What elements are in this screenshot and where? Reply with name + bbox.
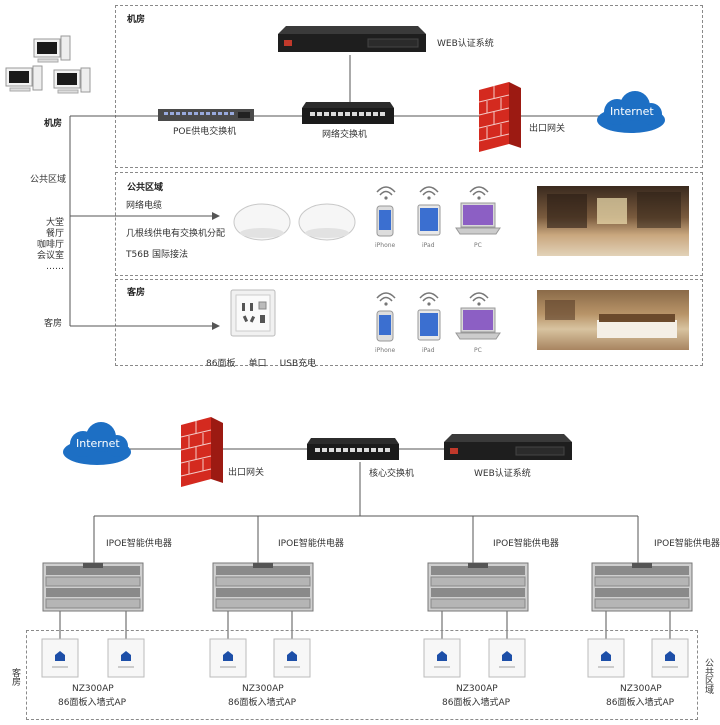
ap-desc-label: 86面板入墙式AP xyxy=(228,698,297,708)
core-switch-icon xyxy=(307,438,399,460)
left-machine-room-label: 机房 xyxy=(44,119,63,129)
ap-desc-label: 86面板入墙式AP xyxy=(58,698,127,708)
public-area-vertical-label: 公共区域 xyxy=(703,658,713,694)
wall-ap-icon xyxy=(273,638,311,678)
device-label: iPad xyxy=(422,347,435,354)
wifi-icon xyxy=(419,292,439,306)
iphone-icon xyxy=(376,205,394,237)
network-switch-icon xyxy=(302,102,394,124)
guest-room-section xyxy=(115,279,703,366)
public-area-title: 公共区域 xyxy=(127,183,164,193)
internet-cloud-icon xyxy=(597,91,665,133)
poe-switch-label: POE供电交换机 xyxy=(173,127,237,137)
iphone-icon xyxy=(376,310,394,342)
core-switch-label: 核心交换机 xyxy=(369,469,415,479)
laptop-icon xyxy=(455,202,501,235)
ipoe-power-unit-icon xyxy=(427,562,529,612)
ipoe-label: IPOE智能供电器 xyxy=(278,539,344,549)
public-list-item: 大堂 xyxy=(45,218,64,228)
web-auth-label: WEB认证系统 xyxy=(474,469,531,479)
wifi-icon xyxy=(376,292,396,306)
ap-model-label: NZ300AP xyxy=(72,684,114,694)
ceiling-ap-icon xyxy=(233,203,291,241)
wifi-icon xyxy=(376,186,396,200)
public-list-item: …… xyxy=(46,262,64,272)
internet-label: Internet xyxy=(610,105,654,118)
wall-ap-icon xyxy=(423,638,461,678)
ipoe-power-unit-icon xyxy=(42,562,144,612)
device-label: iPad xyxy=(422,242,435,249)
device-label: iPhone xyxy=(375,347,396,354)
device-label: PC xyxy=(474,242,482,249)
ipoe-power-unit-icon xyxy=(591,562,693,612)
public-area-section xyxy=(115,172,703,276)
ap-desc-label: 86面板入墙式AP xyxy=(606,698,675,708)
machine-room-title: 机房 xyxy=(127,15,146,25)
wall-ap-icon xyxy=(209,638,247,678)
wifi-icon xyxy=(469,292,489,306)
web-auth-server-icon xyxy=(444,434,572,460)
ipad-icon xyxy=(417,204,441,236)
wall-ap-icon xyxy=(587,638,625,678)
public-list-item: 餐厅 xyxy=(45,229,64,239)
guest-room-vertical-label: 客房 xyxy=(10,668,20,686)
lobby-photo xyxy=(537,186,689,256)
poe-distribution-label: 几根线供电有交换机分配 xyxy=(126,229,226,239)
panel-desc-item: 86面板 xyxy=(206,359,236,369)
ipoe-label: IPOE智能供电器 xyxy=(493,539,559,549)
network-switch-label: 网络交换机 xyxy=(322,130,368,140)
ap-deployment-section xyxy=(26,630,698,720)
left-public-list: 大堂 餐厅 咖啡厅 会议室 …… xyxy=(34,218,64,273)
guest-room-photo xyxy=(537,290,689,350)
wifi-icon xyxy=(419,186,439,200)
firewall-icon xyxy=(180,417,223,487)
ap-desc-label: 86面板入墙式AP xyxy=(442,698,511,708)
panel-description: 86面板 单口 USB充电 xyxy=(206,351,316,370)
panel-desc-item: USB充电 xyxy=(279,359,317,369)
left-guest-room-label: 客房 xyxy=(44,319,63,329)
ipad-icon xyxy=(417,309,441,341)
internet-label: Internet xyxy=(76,437,120,450)
network-cable-label: 网络电缆 xyxy=(126,201,163,211)
wall-ap-icon xyxy=(41,638,79,678)
ipoe-label: IPOE智能供电器 xyxy=(654,539,720,549)
egress-gateway-label: 出口网关 xyxy=(529,124,566,134)
wall-ap-icon xyxy=(488,638,526,678)
ap-model-label: NZ300AP xyxy=(620,684,662,694)
panel-desc-item: 单口 xyxy=(248,359,267,369)
web-auth-label: WEB认证系统 xyxy=(437,39,494,49)
ceiling-ap-icon xyxy=(298,203,356,241)
poe-switch-icon xyxy=(158,109,254,121)
ap-model-label: NZ300AP xyxy=(456,684,498,694)
public-list-item: 会议室 xyxy=(36,251,64,261)
web-auth-server-icon xyxy=(278,26,426,52)
computer-cluster-icon xyxy=(5,35,91,94)
public-list-item: 咖啡厅 xyxy=(36,240,64,250)
wifi-icon xyxy=(469,186,489,200)
device-label: iPhone xyxy=(375,242,396,249)
wall-ap-icon xyxy=(651,638,689,678)
ipoe-power-unit-icon xyxy=(212,562,314,612)
firewall-icon xyxy=(478,82,521,152)
wall-ap-icon xyxy=(107,638,145,678)
ap-model-label: NZ300AP xyxy=(242,684,284,694)
device-label: PC xyxy=(474,347,482,354)
ipoe-label: IPOE智能供电器 xyxy=(106,539,172,549)
guest-room-title: 客房 xyxy=(127,288,146,298)
wall-socket-panel-icon xyxy=(230,289,276,337)
laptop-icon xyxy=(455,307,501,340)
machine-room-section xyxy=(115,5,703,168)
internet-cloud-icon xyxy=(63,422,131,465)
t568b-label: T56B 国际接法 xyxy=(126,250,188,260)
left-public-area-label: 公共区域 xyxy=(30,175,67,185)
egress-gateway-label: 出口网关 xyxy=(228,468,265,478)
